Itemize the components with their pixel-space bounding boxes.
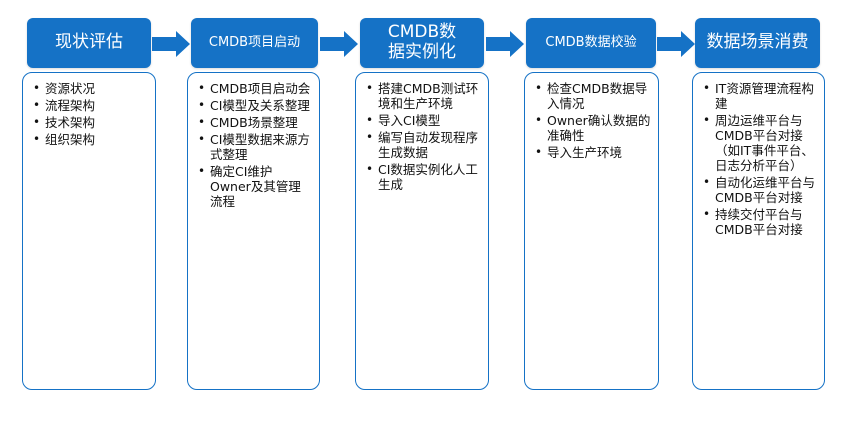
stage-5-card: IT资源管理流程构建 周边运维平台与CMDB平台对接（如IT事件平台、日志分析平… [692,72,825,390]
list-item: 确定CI维护Owner及其管理流程 [198,164,313,209]
list-item: 导入生产环境 [535,145,652,160]
stage-3-header: CMDB数据实例化 [360,18,484,68]
stage-2-card: CMDB项目启动会 CI模型及关系整理 CMDB场景整理 CI模型数据来源方式整… [187,72,320,390]
stage-2-list: CMDB项目启动会 CI模型及关系整理 CMDB场景整理 CI模型数据来源方式整… [198,81,313,209]
list-item: CI模型数据来源方式整理 [198,132,313,162]
list-item: 检查CMDB数据导入情况 [535,81,652,111]
list-item: 导入CI模型 [366,113,482,128]
right-arrow-icon [657,31,695,57]
list-item: 技术架构 [33,115,149,130]
list-item: 编写自动发现程序生成数据 [366,130,482,160]
list-item: 流程架构 [33,98,149,113]
list-item: 资源状况 [33,81,149,96]
list-item: CI模型及关系整理 [198,98,313,113]
list-item: CI数据实例化人工生成 [366,162,482,192]
stage-5-header: 数据场景消费 [695,18,820,68]
right-arrow-icon [152,31,190,57]
list-item: IT资源管理流程构建 [703,81,818,111]
list-item: 自动化运维平台与CMDB平台对接 [703,175,818,205]
list-item: Owner确认数据的准确性 [535,113,652,143]
list-item: CMDB项目启动会 [198,81,313,96]
stage-4-list: 检查CMDB数据导入情况 Owner确认数据的准确性 导入生产环境 [535,81,652,160]
stage-3-card: 搭建CMDB测试环境和生产环境 导入CI模型 编写自动发现程序生成数据 CI数据… [355,72,489,390]
stage-3-list: 搭建CMDB测试环境和生产环境 导入CI模型 编写自动发现程序生成数据 CI数据… [366,81,482,192]
right-arrow-icon [486,31,524,57]
right-arrow-icon [320,31,358,57]
stage-4-header: CMDB数据校验 [526,18,656,68]
stage-1-list: 资源状况 流程架构 技术架构 组织架构 [33,81,149,147]
list-item: 持续交付平台与CMDB平台对接 [703,207,818,237]
list-item: 周边运维平台与CMDB平台对接（如IT事件平台、日志分析平台） [703,113,818,173]
list-item: 组织架构 [33,132,149,147]
list-item: CMDB场景整理 [198,115,313,130]
stage-2-header: CMDB项目启动 [191,18,318,68]
stage-4-card: 检查CMDB数据导入情况 Owner确认数据的准确性 导入生产环境 [524,72,659,390]
stage-5-list: IT资源管理流程构建 周边运维平台与CMDB平台对接（如IT事件平台、日志分析平… [703,81,818,237]
list-item: 搭建CMDB测试环境和生产环境 [366,81,482,111]
stage-1-header: 现状评估 [27,18,151,68]
stage-1-card: 资源状况 流程架构 技术架构 组织架构 [22,72,156,390]
